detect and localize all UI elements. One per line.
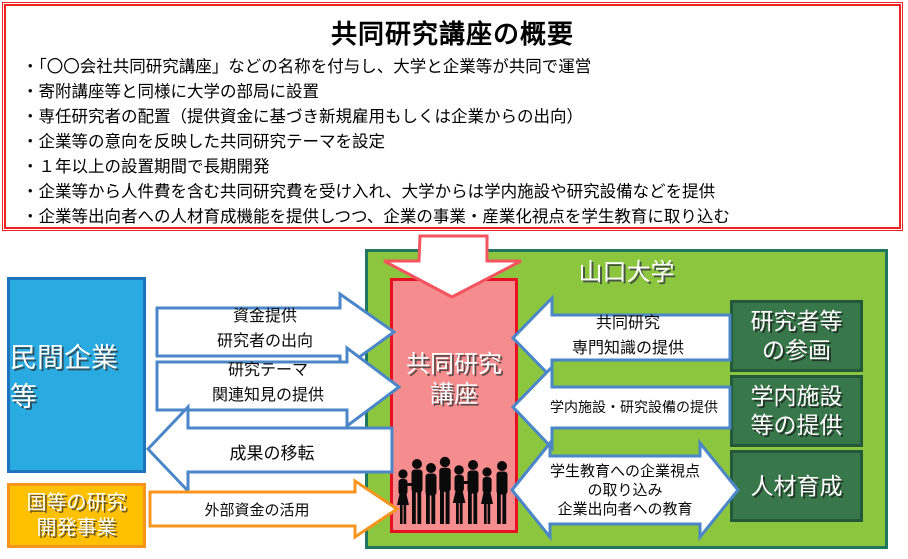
university-label: 山口大学 (578, 259, 675, 286)
researchers-participation-label: 研究者等 の参画 (750, 308, 843, 363)
bullet-item: ・専任研究者の配置（提供資金に基づき新規雇用もしくは企業からの出向） (22, 108, 583, 126)
campus-facilities-box: 学内施設 等の提供 (730, 375, 863, 447)
facilities-arrow-label: 学内施設・研究設備の提供 (550, 399, 718, 415)
people-silhouettes-icon (397, 456, 508, 524)
private-company-box: 民間企業等 (7, 277, 146, 473)
bullet-item: ・企業等から人件費を含む共同研究費を受け入れ、大学からは学内施設や研究設備などを… (22, 183, 716, 201)
joint-research-arrow-label: 共同研究 専門知識の提供 (571, 315, 684, 357)
hr-development-box: 人材育成 (730, 450, 863, 522)
page-title: 共同研究講座の概要 (330, 19, 574, 49)
funding-arrow-label: 資金提供 研究者の出向 (216, 308, 313, 350)
researchers-participation-box: 研究者等 の参画 (730, 300, 863, 372)
external-funds-arrow-label: 外部資金の活用 (204, 502, 310, 519)
theme-arrow-label: 研究テーマ 関連知見の提供 (211, 362, 324, 404)
education-arrow-label: 学生教育への企業視点 の取り込み 企業出向者への教育 (549, 463, 700, 518)
national-program-box: 国等の研究 開発事業 (7, 483, 146, 548)
results-arrow-label: 成果の移転 (229, 444, 315, 463)
private-company-label: 民間企業等 (10, 343, 118, 412)
bullet-item: ・企業等出向者への人材育成機能を提供しつつ、企業の事業・産業化視点を学生教育に取… (22, 208, 730, 226)
bullet-item: ・寄附講座等と同様に大学の部局に設置 (22, 83, 319, 101)
bullet-item: ・１年以上の設置期間で長期開発 (22, 158, 270, 176)
bullet-item: ・「〇〇会社共同研究講座」などの名称を付与し、大学と企業等が共同で運営 (22, 58, 592, 76)
national-program-label: 国等の研究 開発事業 (26, 491, 127, 539)
hr-development-label: 人材育成 (750, 472, 843, 499)
joint-research-course-label: 共同研究 講座 (406, 350, 502, 408)
overview-bullet-list: ・「〇〇会社共同研究講座」などの名称を付与し、大学と企業等が共同で運営 ・寄附講… (22, 55, 891, 230)
bullet-item: ・企業等の意向を反映した共同研究テーマを設定 (22, 133, 385, 151)
overview-panel: 共同研究講座の概要 ・「〇〇会社共同研究講座」などの名称を付与し、大学と企業等が… (2, 2, 903, 231)
campus-facilities-label: 学内施設 等の提供 (750, 383, 843, 438)
joint-research-course-box: 共同研究 講座 (390, 278, 518, 533)
overview-panel-inner-border: 共同研究講座の概要 ・「〇〇会社共同研究講座」などの名称を付与し、大学と企業等が… (4, 4, 901, 229)
